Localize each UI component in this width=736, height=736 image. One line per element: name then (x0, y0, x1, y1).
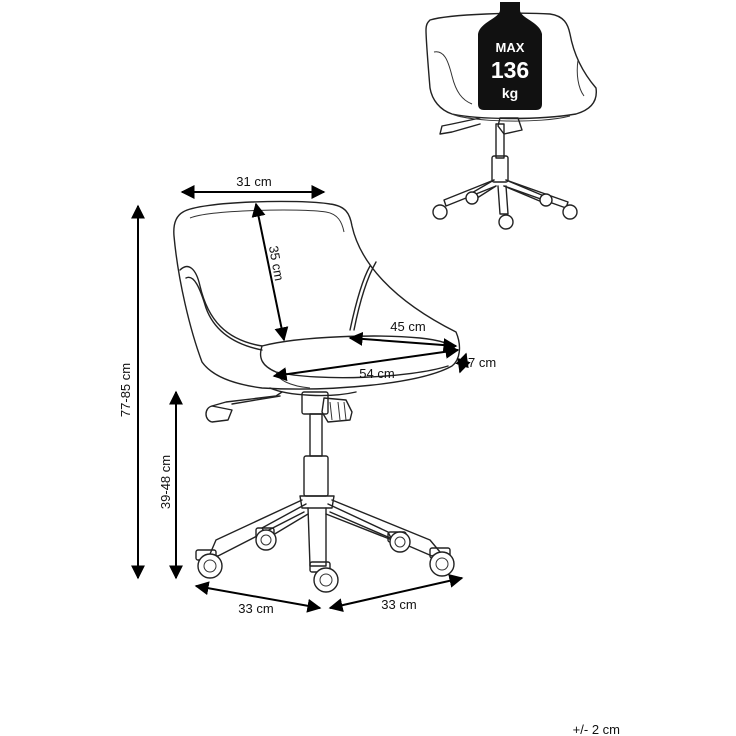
dim-line-base-right (328, 573, 464, 613)
caster-front-left (195, 549, 223, 579)
dim-line-backrest-height (251, 202, 289, 342)
dim-line-seat-depth (348, 331, 458, 353)
badge-unit-label: kg (502, 85, 518, 101)
label-total-height: 77-85 cm (118, 363, 133, 417)
tolerance-note: +/- 2 cm (573, 722, 620, 736)
caster-back-right (387, 531, 411, 553)
max-weight-badge: MAX 136 kg (478, 2, 542, 110)
main-chair-drawing (173, 200, 461, 593)
caster-front-right (429, 547, 455, 577)
dim-line-seat-thickness (455, 352, 471, 374)
label-base-right: 33 cm (381, 597, 416, 612)
dim-line-seat-width (272, 344, 460, 382)
label-seat-height: 39-48 cm (158, 455, 173, 509)
label-backrest-height: 35 cm (266, 244, 287, 281)
dimension-labels: 31 cm 35 cm 45 cm 7 cm 54 cm 77-85 cm 39… (118, 174, 496, 616)
label-seat-depth: 45 cm (390, 319, 425, 334)
label-base-left: 33 cm (238, 601, 273, 616)
label-seat-thickness: 7 cm (468, 355, 496, 370)
badge-weight-value: 136 (491, 57, 529, 83)
label-backrest-width: 31 cm (236, 174, 271, 189)
dim-line-base-left (194, 581, 322, 613)
label-seat-width: 54 cm (359, 366, 394, 381)
badge-max-label: MAX (496, 40, 525, 55)
dimension-lines (131, 185, 471, 613)
thumbnail-chair-drawing (425, 12, 597, 230)
caster-back-left (255, 527, 277, 551)
weight-bottle-icon (478, 2, 542, 110)
